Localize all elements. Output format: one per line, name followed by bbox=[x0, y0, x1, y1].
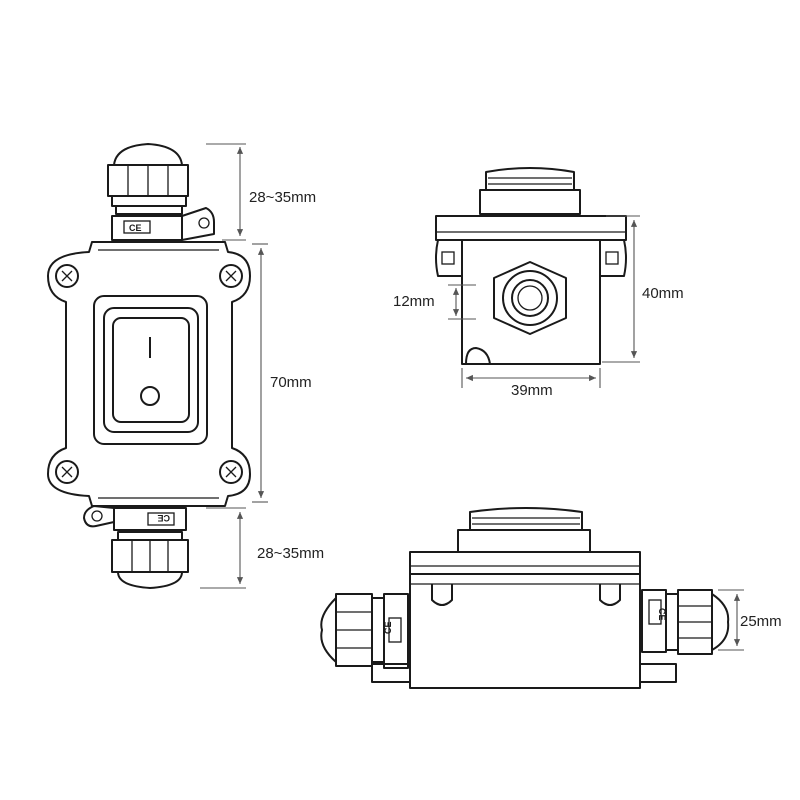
screw-top-right bbox=[219, 264, 243, 288]
side-view: 12mm 40mm 39mm bbox=[393, 167, 684, 399]
screw-bottom-right bbox=[219, 460, 243, 484]
ce-mark-right: CE bbox=[657, 608, 667, 621]
side-switch-top bbox=[479, 167, 581, 215]
bottom-body bbox=[409, 551, 641, 689]
ce-mark-left: CE bbox=[383, 621, 393, 634]
switch-off-symbol bbox=[140, 386, 160, 406]
bottom-view: CE CE 25mm bbox=[320, 507, 782, 689]
screw-bottom-left bbox=[55, 460, 79, 484]
dim-gland-diameter: 25mm bbox=[718, 589, 782, 651]
side-height-label: 40mm bbox=[642, 285, 684, 302]
body-height-label: 70mm bbox=[270, 374, 312, 391]
bottom-cable-gland: CE bbox=[83, 505, 189, 589]
top-cable-gland: CE bbox=[107, 143, 215, 241]
screw-top-left bbox=[55, 264, 79, 288]
front-view: CE bbox=[47, 143, 324, 589]
ce-mark-bottom: CE bbox=[157, 513, 170, 523]
top-gland-length-label: 28~35mm bbox=[249, 189, 316, 206]
rocker-switch bbox=[93, 295, 208, 445]
dim-hole: 12mm bbox=[393, 284, 476, 320]
ce-mark-top: CE bbox=[129, 223, 142, 233]
side-width-label: 39mm bbox=[511, 382, 553, 399]
dim-top-gland: 28~35mm bbox=[206, 143, 316, 241]
bottom-switch-top bbox=[457, 507, 591, 553]
side-hex-nut bbox=[493, 261, 567, 335]
hole-diameter-label: 12mm bbox=[393, 293, 435, 310]
dim-bottom-gland: 28~35mm bbox=[200, 507, 324, 589]
dim-side-height: 40mm bbox=[602, 215, 684, 363]
bottom-right-gland: CE bbox=[639, 589, 730, 683]
dim-body-height: 70mm bbox=[252, 243, 312, 503]
switch-housing bbox=[47, 241, 251, 507]
side-body bbox=[435, 215, 627, 365]
bottom-gland-length-label: 28~35mm bbox=[257, 545, 324, 562]
gland-diameter-label: 25mm bbox=[740, 613, 782, 630]
dim-side-width: 39mm bbox=[461, 368, 601, 399]
bottom-left-gland: CE bbox=[320, 593, 411, 683]
